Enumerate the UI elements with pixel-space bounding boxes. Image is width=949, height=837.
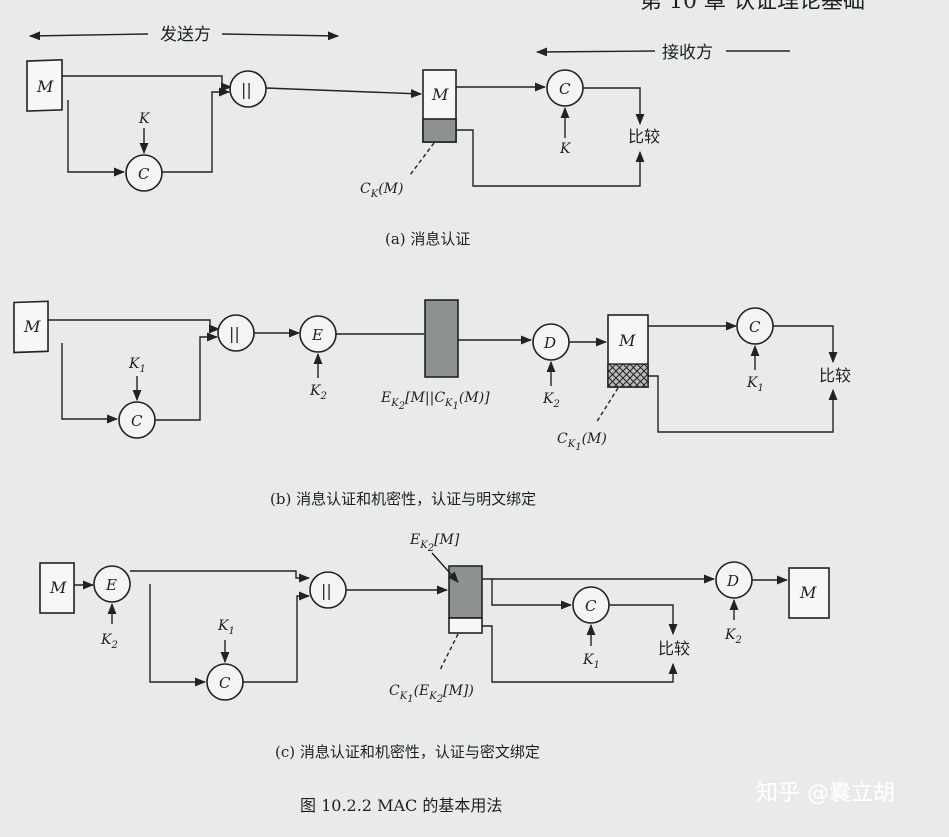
ciphertext-label: EK2[M]: [409, 532, 460, 554]
concat-symbol: ||: [321, 581, 332, 600]
ciphertext-block: [424, 299, 459, 378]
mac-value-label: CK(M): [360, 181, 403, 200]
message-label: M: [23, 317, 41, 336]
received-mac-field: [422, 118, 457, 143]
concat-symbol: ||: [241, 80, 252, 99]
compare-label: 比较: [819, 366, 851, 385]
ciphertext-label: EK2[M||CK1(M)]: [380, 390, 490, 412]
key2-label: K2: [100, 632, 118, 651]
receiver-key-label: K: [559, 141, 572, 157]
decrypted-mac-field: [607, 363, 649, 388]
key1-label-receiver: K1: [582, 652, 600, 671]
message-label: M: [49, 578, 67, 597]
output-message-box: [788, 567, 830, 619]
message-label: M: [36, 77, 54, 96]
panel-b: M C K1 || E K2 EK2[M||CK1(M)] D K2 M CK1…: [13, 299, 851, 508]
receiver-mac-c: C: [559, 80, 571, 98]
receiver-mac-c: C: [749, 318, 761, 336]
caption-c: (c) 消息认证和机密性，认证与密文绑定: [275, 743, 540, 761]
message-box: [13, 300, 49, 354]
received-message-label: M: [431, 85, 449, 104]
concat-circle: [229, 70, 267, 108]
caption-a: (a) 消息认证: [385, 230, 470, 248]
key1-label: K1: [128, 356, 146, 375]
sender-label: 发送方: [160, 25, 211, 45]
key-label: K: [138, 111, 151, 127]
message-box: [39, 562, 75, 614]
mac-value-label: CK1(M): [557, 431, 607, 453]
concat-symbol: ||: [229, 324, 240, 343]
mac-c-label: C: [219, 674, 231, 692]
decrypted-message-label: M: [618, 331, 636, 350]
chapter-header: 第 10 章 认证理论基础: [640, 0, 865, 14]
output-message-label: M: [799, 583, 817, 602]
key1-label: K1: [217, 618, 235, 637]
encrypt-circle: [93, 565, 131, 603]
encrypt-e-label: E: [311, 326, 323, 344]
decrypt-d-label: D: [726, 572, 739, 590]
key2-label-receiver: K2: [542, 391, 560, 410]
mac-c-label: C: [138, 165, 150, 183]
decrypt-d-label: D: [543, 334, 556, 352]
caption-b: (b) 消息认证和机密性，认证与明文绑定: [270, 490, 536, 508]
key2-label-receiver: K2: [724, 627, 742, 646]
panel-c: M E K2 C K1 || EK2[M] CK1(EK2[M]) C K1: [39, 532, 830, 761]
zhihu-watermark: 知乎 @囊立胡: [756, 781, 895, 806]
panel-a: M C K || M CK(M) C K 比较 (a) 消息认证: [26, 59, 660, 248]
compare-label: 比较: [658, 639, 690, 658]
mac-function-circle: [125, 154, 163, 192]
cipher-mac-field: [448, 617, 483, 634]
message-box: [26, 59, 63, 112]
key2-label: K2: [309, 383, 327, 402]
receiver-label: 接收方: [662, 43, 713, 63]
mac-c-label: C: [131, 412, 143, 430]
cipher-block: [448, 565, 483, 619]
compare-label: 比较: [628, 127, 660, 146]
receiver-mac-c: C: [585, 597, 597, 615]
key1-label-receiver: K1: [746, 375, 764, 394]
encrypt-e-label: E: [105, 576, 117, 594]
figure-caption: 图 10.2.2 MAC 的基本用法: [300, 796, 502, 815]
mac-value-label: CK1(EK2[M]): [389, 683, 474, 705]
